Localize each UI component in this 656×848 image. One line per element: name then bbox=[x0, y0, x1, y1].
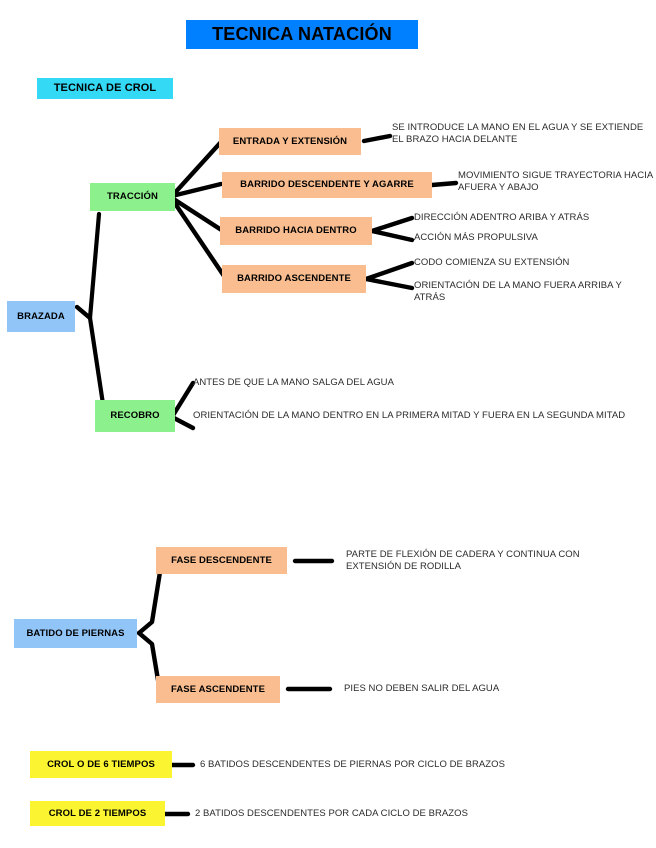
edge-ascendente-note2 bbox=[363, 276, 415, 291]
edge-brazada-recobro bbox=[74, 304, 106, 407]
note-fase-ascendente: PIES NO DEBEN SALIR DEL AGUA bbox=[344, 683, 500, 694]
edge-entrada-note bbox=[361, 133, 393, 144]
note-recobro-2: ORIENTACIÓN DE LA MANO DENTRO EN LA PRIM… bbox=[193, 410, 626, 421]
edge-traccion-ascendente bbox=[169, 196, 227, 279]
note-barrido-ascendente-2: ORIENTACIÓN DE LA MANO FUERA ARRIBA Y AT… bbox=[414, 280, 622, 304]
edge-traccion-haciadentro bbox=[169, 195, 226, 234]
node-barrido-hacia-dentro[interactable]: BARRIDO HACIA DENTRO bbox=[220, 217, 372, 245]
note-barrido-ascendente-1: CODO COMIENZA SU EXTENSIÓN bbox=[414, 257, 570, 268]
page-title: TECNICA NATACIÓN bbox=[186, 20, 418, 49]
node-brazada[interactable]: BRAZADA bbox=[7, 301, 75, 332]
node-crol-2-tiempos[interactable]: CROL DE 2 TIEMPOS bbox=[30, 801, 165, 826]
edge-haciadentro-note1 bbox=[369, 215, 415, 234]
note-barrido-hacia-dentro-1: DIRECCIÓN ADENTRO ARIBA Y ATRÁS bbox=[414, 212, 590, 223]
node-fase-descendente[interactable]: FASE DESCENDENTE bbox=[156, 547, 287, 574]
note-crol-6-tiempos: 6 BATIDOS DESCENDENTES DE PIERNAS POR CI… bbox=[200, 759, 505, 770]
node-barrido-ascendente[interactable]: BARRIDO ASCENDENTE bbox=[222, 265, 366, 293]
edge-haciadentro-note2 bbox=[369, 228, 415, 243]
note-recobro-1: ANTES DE QUE LA MANO SALGA DEL AGUA bbox=[193, 377, 394, 388]
node-batido-de-piernas[interactable]: BATIDO DE PIERNAS bbox=[14, 619, 137, 648]
edge-traccion-entrada bbox=[169, 139, 224, 199]
node-recobro[interactable]: RECOBRO bbox=[95, 400, 175, 432]
edge-recobro-note1 bbox=[169, 380, 196, 420]
note-crol-2-tiempos: 2 BATIDOS DESCENDENTES POR CADA CICLO DE… bbox=[195, 808, 468, 819]
note-entrada-y-extension: SE INTRODUCE LA MANO EN EL AGUA Y SE EXT… bbox=[392, 122, 644, 146]
node-fase-ascendente[interactable]: FASE ASCENDENTE bbox=[156, 676, 280, 703]
edge-recobro-note2 bbox=[169, 414, 196, 431]
note-barrido-hacia-dentro-2: ACCIÓN MÁS PROPULSIVA bbox=[414, 232, 538, 243]
node-crol-6-tiempos[interactable]: CROL O DE 6 TIEMPOS bbox=[30, 751, 172, 778]
section-title-crol: TECNICA DE CROL bbox=[37, 78, 173, 99]
edge-descendente-note bbox=[429, 180, 459, 188]
edge-ascendente-note1 bbox=[363, 260, 415, 282]
edge-brazada-traccion bbox=[74, 211, 102, 321]
note-fase-descendente: PARTE DE FLEXIÓN DE CADERA Y CONTINUA CO… bbox=[346, 549, 580, 573]
node-barrido-descendente-y-agarre[interactable]: BARRIDO DESCENDENTE Y AGARRE bbox=[222, 172, 432, 198]
node-entrada-y-extension[interactable]: ENTRADA Y EXTENSIÓN bbox=[219, 128, 361, 155]
note-barrido-descendente-y-agarre: MOVIMIENTO SIGUE TRAYECTORIA HACIA AFUER… bbox=[458, 170, 653, 194]
node-traccion[interactable]: TRACCIÓN bbox=[90, 183, 175, 211]
edge-batido-descendente bbox=[136, 569, 163, 636]
edge-traccion-descendente bbox=[169, 181, 224, 199]
